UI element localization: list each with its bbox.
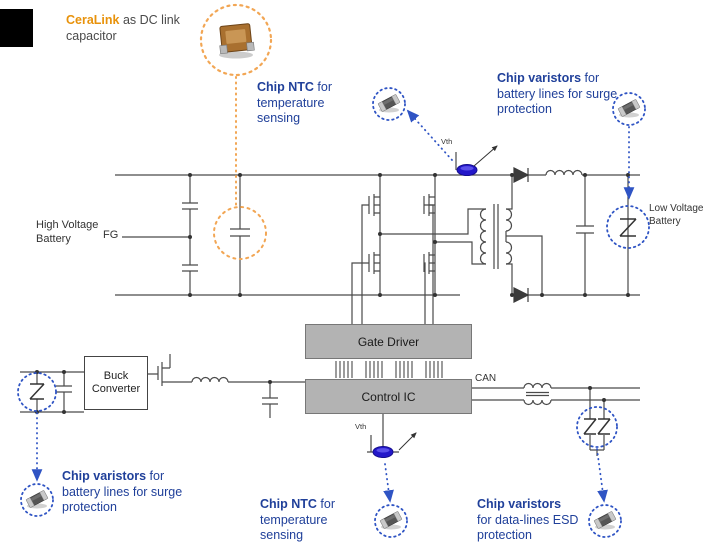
chip-ntc-bottom-icon bbox=[379, 510, 403, 530]
annotation-ceralink-rest: as DC link capacitor bbox=[66, 13, 180, 43]
buck-input bbox=[20, 371, 84, 413]
chip-varistor-left-circle bbox=[20, 483, 54, 517]
annotation-ntc-bottom: Chip NTC for temperature sensing bbox=[260, 497, 370, 544]
chip-ntc-bottom-circle bbox=[374, 504, 408, 538]
control-ic-label: Control IC bbox=[361, 389, 416, 404]
annotation-varistors-right: Chip varistors for data-lines ESD protec… bbox=[477, 497, 579, 544]
chip-ntc-top-circle bbox=[372, 87, 406, 121]
chip-ntc-top-icon bbox=[377, 93, 401, 113]
buck-converter-label: Buck Converter bbox=[91, 369, 141, 395]
callout-arrows bbox=[31, 109, 635, 503]
output-rectifier bbox=[513, 167, 530, 303]
chip-varistor-right-icon bbox=[593, 510, 617, 530]
annotation-ntc-top: Chip NTC for temperature sensing bbox=[257, 80, 357, 127]
junction-dots bbox=[35, 173, 630, 414]
lv-varistor-callout-circle bbox=[606, 205, 650, 249]
fg-label: FG bbox=[103, 229, 119, 241]
vth-label-bottom: Vth bbox=[355, 422, 367, 431]
annotation-varistors-left: Chip varistors for battery lines for sur… bbox=[62, 469, 194, 516]
ceralink-photo-icon bbox=[217, 22, 255, 59]
annotation-varistors-left-rest: for battery lines for surge protection bbox=[62, 469, 183, 514]
vth-signal-arrows bbox=[398, 145, 498, 451]
left-varistor-symbol bbox=[29, 383, 45, 400]
annotation-varistors-top-bold: Chip varistors bbox=[497, 71, 582, 85]
hv-rails bbox=[115, 174, 640, 296]
gate-lines bbox=[351, 204, 434, 325]
annotation-varistors-top-rest: for battery lines for surge protection bbox=[497, 71, 618, 116]
vth-label-top: Vth bbox=[441, 137, 453, 146]
ntc-thermistor-bottom-icon bbox=[372, 446, 394, 458]
gate-driver-label: Gate Driver bbox=[357, 334, 420, 349]
corner-logo-block bbox=[0, 9, 33, 47]
lv-battery-label: Low Voltage Battery bbox=[649, 203, 704, 227]
lv-varistor-symbol bbox=[619, 218, 637, 237]
can-interface bbox=[470, 382, 640, 456]
gate-driver-box: Gate Driver bbox=[305, 324, 472, 359]
transformer bbox=[479, 175, 640, 296]
dataline-varistor-symbols bbox=[583, 418, 611, 435]
annotation-ntc-bottom-rest: for temperature sensing bbox=[260, 497, 335, 542]
dataline-varistor-callout-circle bbox=[576, 406, 618, 448]
ntc-thermistor-top-icon bbox=[456, 164, 478, 176]
annotation-varistors-right-bold: Chip varistors bbox=[477, 497, 562, 511]
buck-output bbox=[146, 354, 305, 418]
chip-varistor-right-circle bbox=[588, 504, 622, 538]
annotation-varistors-left-bold: Chip varistors bbox=[62, 469, 147, 483]
hv-battery-label: High Voltage Battery bbox=[36, 219, 99, 245]
ceralink-photo-circle bbox=[199, 3, 273, 77]
chip-varistor-top-circle bbox=[612, 92, 646, 126]
ceralink-capacitor bbox=[230, 175, 250, 295]
bus-ticks bbox=[335, 361, 443, 378]
output-filter bbox=[545, 169, 629, 295]
input-caps bbox=[122, 175, 198, 295]
control-ic-box: Control IC bbox=[305, 379, 472, 414]
ceralink-cap-callout-circle bbox=[213, 206, 267, 260]
annotation-ntc-top-bold: Chip NTC bbox=[257, 80, 314, 94]
annotation-ntc-top-rest: for temperature sensing bbox=[257, 80, 332, 125]
left-varistor-callout-circle bbox=[17, 372, 57, 412]
annotation-ntc-bottom-bold: Chip NTC bbox=[260, 497, 317, 511]
annotation-ceralink-bold: CeraLink bbox=[66, 13, 120, 27]
full-bridge bbox=[368, 175, 486, 295]
buck-converter-box: Buck Converter bbox=[84, 356, 148, 410]
annotation-ceralink: CeraLink as DC link capacitor bbox=[66, 13, 184, 44]
chip-varistor-left-icon bbox=[25, 489, 49, 509]
annotation-varistors-right-rest: for data-lines ESD protection bbox=[477, 512, 579, 543]
can-label: CAN bbox=[475, 373, 497, 384]
annotation-varistors-top: Chip varistors for battery lines for sur… bbox=[497, 71, 625, 118]
